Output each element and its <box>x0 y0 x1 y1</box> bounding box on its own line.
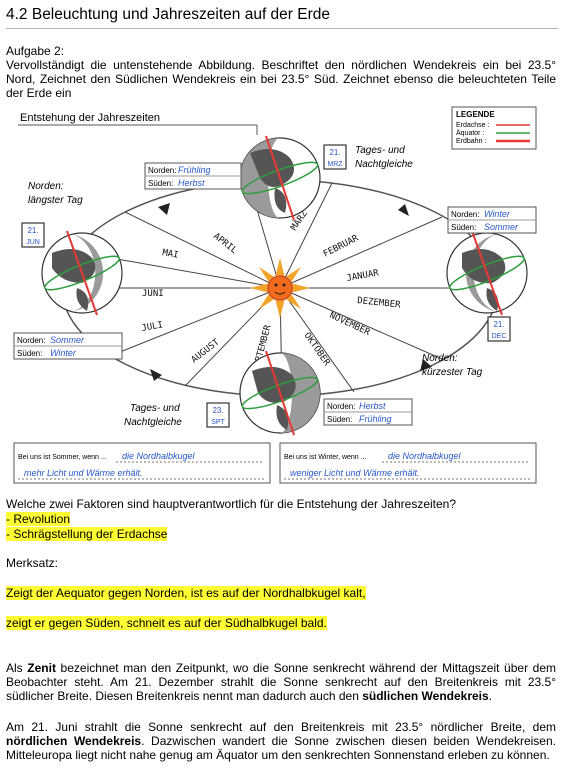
winter-line1: die Nordhalbkugel <box>388 451 462 461</box>
text: bezeichnet man den Zeitpunkt, wo die Son… <box>6 661 557 703</box>
orbit-arrows <box>150 203 432 381</box>
month-label: DEZEMBER <box>357 296 402 311</box>
date-month: SPT <box>211 419 225 426</box>
date-day: 21. <box>329 148 340 157</box>
north-value: Sommer <box>50 335 85 345</box>
north-value: Herbst <box>359 401 386 411</box>
note-bottom: längster Tag <box>28 195 83 206</box>
month-label: APRIL <box>211 231 239 256</box>
question-text: Welche zwei Faktoren sind hauptverantwor… <box>6 497 457 511</box>
north-label: Norden: <box>327 402 355 411</box>
legend-item-axis: Erdachse : <box>456 122 490 129</box>
south-label: Süden: <box>148 179 173 188</box>
note-top: Norden: <box>422 353 458 364</box>
month-label: NOVEMBER <box>328 311 372 339</box>
south-value: Frühling <box>359 414 392 424</box>
text: . Dazwischen wandert die Sonne zwischen … <box>6 734 556 762</box>
note-bottom: Nachtgleiche <box>124 417 182 428</box>
text: Am 21. Juni strahlt die Sonne senkrecht … <box>6 720 556 734</box>
north-value: Winter <box>484 209 511 219</box>
globe-september <box>239 350 321 436</box>
summer-prefix: Bei uns ist Sommer, wenn ... <box>18 454 107 461</box>
globe-june <box>41 230 123 316</box>
figure-title: Entstehung der Jahreszeiten <box>20 112 160 124</box>
globe-march <box>239 135 321 221</box>
north-label: Norden: <box>148 166 176 175</box>
north-value: Frühling <box>178 165 211 175</box>
page-title: 4.2 Beleuchtung und Jahreszeiten auf der… <box>6 6 331 23</box>
month-label: AUGUST <box>190 337 222 365</box>
date-day: 21. <box>493 320 504 329</box>
north-label: Norden: <box>17 336 45 345</box>
paragraph-zenit: Als Zenit bezeichnet man den Zeitpunkt, … <box>6 661 556 703</box>
legend-item-orbit: Erdbahn : <box>456 138 486 145</box>
date-month: JUN <box>26 239 40 246</box>
summer-line1: die Nordhalbkugel <box>122 451 196 461</box>
merksatz-line2: zeigt er gegen Süden, schneit es auf der… <box>6 616 327 630</box>
date-month: DEC <box>492 333 507 340</box>
south-label: Süden: <box>327 415 352 424</box>
date-day: 21. <box>27 226 38 235</box>
position-december: Norden: Winter Süden: Sommer 21. DEC Nor… <box>422 206 537 378</box>
term-suedlicher-wendekreis: südlichen Wendekreis <box>362 689 489 703</box>
winter-line2: weniger Licht und Wärme erhält. <box>290 468 420 478</box>
text: . <box>488 689 493 703</box>
globe-december <box>446 230 528 316</box>
answer-revolution: - Revolution <box>6 512 71 526</box>
position-march: Norden: Frühling Süden: Herbst 21. MRZ T… <box>144 144 413 190</box>
month-label: JANUAR <box>346 268 380 284</box>
note-top: Tages- und <box>355 145 405 156</box>
sun <box>250 258 310 318</box>
merksatz-line1: Zeigt der Aequator gegen Norden, ist es … <box>6 586 366 600</box>
term-noerdlicher-wendekreis: nördlichen Wendekreis <box>6 734 142 748</box>
south-value: Herbst <box>178 178 205 188</box>
task-text: Vervollständigt die untenstehende Abbild… <box>6 58 556 100</box>
position-september: Tages- und Nachtgleiche 23. SPT Norden: … <box>124 398 413 428</box>
south-label: Süden: <box>17 349 42 358</box>
merksatz-label: Merksatz: <box>6 556 59 570</box>
legend-item-equator: Äquator : <box>456 129 484 137</box>
title-divider <box>6 28 558 29</box>
task-label: Aufgabe 2: <box>6 44 65 58</box>
seasons-figure: Entstehung der Jahreszeiten LEGENDE Erda… <box>13 106 537 484</box>
legend: LEGENDE Erdachse : Äquator : Erdbahn : <box>451 106 537 150</box>
note-bottom: kürzester Tag <box>422 367 483 378</box>
date-day: 23. <box>212 406 223 415</box>
month-label: JUNI <box>142 289 164 299</box>
term-zenit: Zenit <box>27 661 56 675</box>
south-value: Sommer <box>484 222 519 232</box>
answer-axis-tilt: - Schrägstellung der Erdachse <box>6 527 168 541</box>
south-label: Süden: <box>451 223 476 232</box>
month-label: MAI <box>161 248 179 261</box>
paragraph-juni: Am 21. Juni strahlt die Sonne senkrecht … <box>6 720 556 762</box>
note-top: Tages- und <box>130 403 180 414</box>
note-top: Norden: <box>28 181 64 192</box>
note-bottom: Nachtgleiche <box>355 159 413 170</box>
north-label: Norden: <box>451 210 479 219</box>
date-month: MRZ <box>327 161 343 168</box>
month-label: JULI <box>141 320 164 334</box>
position-june: Norden: längster Tag 21. JUN Norden: Som… <box>13 181 123 360</box>
text: Als <box>6 661 28 675</box>
south-value: Winter <box>50 348 77 358</box>
summer-box: Bei uns ist Sommer, wenn ... die Nordhal… <box>13 442 271 484</box>
legend-title: LEGENDE <box>456 110 495 119</box>
winter-box: Bei uns ist Winter, wenn ... die Nordhal… <box>279 442 537 484</box>
summer-line2: mehr Licht und Wärme erhält. <box>24 468 143 478</box>
winter-prefix: Bei uns ist Winter, wenn ... <box>284 454 367 461</box>
